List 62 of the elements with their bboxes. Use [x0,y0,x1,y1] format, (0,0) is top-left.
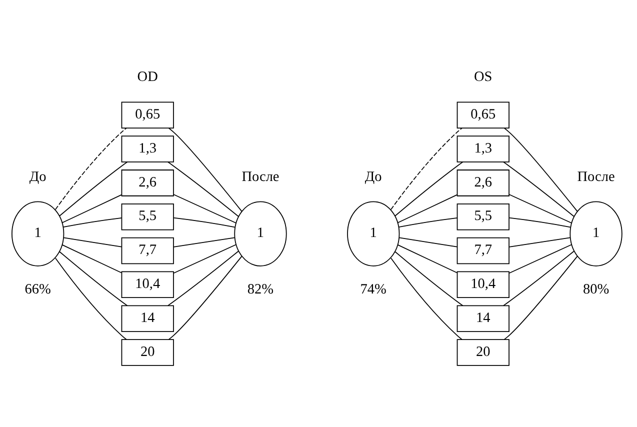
node-box: 7,7 [456,237,510,264]
node-label: 74% [360,281,386,298]
node-label: До [364,168,382,185]
connector [54,258,127,340]
connector [503,250,574,306]
node-ellipse: 1 [12,201,64,266]
node-label: До [29,168,46,185]
node-ellipse: 1 [347,201,400,266]
node-label: 80% [582,281,610,298]
connector [398,237,458,248]
connector [173,237,235,248]
label: OS [474,69,492,86]
connector [62,244,122,274]
connector [173,217,236,228]
connector [508,237,570,248]
connector [504,256,578,340]
node-box: 14 [121,305,174,332]
connector [63,237,122,248]
node-label: 66% [24,281,51,298]
connector [168,128,242,212]
node-box: 1,3 [456,136,510,162]
connector [504,128,578,212]
node-box: 14 [456,305,510,332]
node-box: 1,3 [121,136,174,162]
connector [508,217,571,228]
label: OD [137,69,158,86]
node-box: 5,5 [121,203,174,230]
node-label: 82% [247,281,274,298]
node-box: 7,7 [121,237,174,264]
node-box: 0,65 [456,102,510,128]
connector [394,162,464,216]
connector [54,128,127,210]
node-ellipse: 1 [570,201,622,266]
connector [173,194,236,224]
node-label: После [577,168,615,185]
node-box: 10,4 [121,271,174,298]
node-box: 0,65 [121,102,174,128]
connector [168,250,239,306]
connector [397,194,458,224]
connector [173,244,236,274]
connector [508,194,572,224]
connector [62,217,122,228]
connector [397,244,458,274]
connector [390,128,462,210]
node-box: 10,4 [456,271,510,298]
connector [394,251,464,306]
connector [168,162,239,217]
connector [390,258,462,340]
connector [59,162,128,216]
node-box: 20 [121,339,174,366]
connector [503,162,574,217]
node-box: 20 [456,339,510,366]
node-box: 2,6 [456,170,510,196]
node-label: После [242,168,280,185]
connector [508,244,572,274]
connector [59,251,128,306]
connector [398,217,458,228]
node-box: 2,6 [121,170,174,196]
node-ellipse: 1 [234,201,287,266]
connector [168,256,242,340]
connector [62,194,122,224]
node-box: 5,5 [456,203,510,230]
